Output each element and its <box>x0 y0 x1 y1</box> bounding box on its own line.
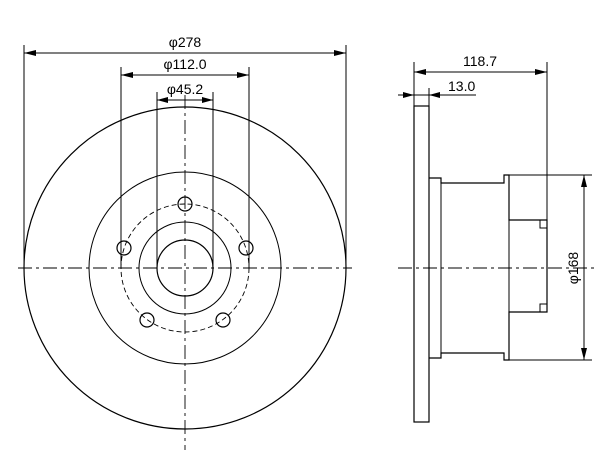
dim-outer-diameter: φ278 <box>24 34 346 56</box>
disc-plate-section <box>413 105 430 423</box>
hub-pilot-step-bottom <box>539 303 547 312</box>
hub-outline <box>429 174 548 361</box>
dim-center-bore: φ45.2 <box>157 81 213 103</box>
dim-bolt-circle: φ112.0 <box>121 56 249 78</box>
hub-diameter-label: φ168 <box>565 252 581 285</box>
dim-disc-thickness: 13.0 <box>398 78 476 98</box>
bore-ring-outer <box>138 221 232 315</box>
outer-diameter-label: φ278 <box>169 34 202 50</box>
hub-face-edge <box>88 171 282 365</box>
bolt-hole <box>215 312 231 328</box>
bolt-hole <box>139 312 155 328</box>
front-view: φ278 φ112.0 φ45.2 <box>18 34 352 450</box>
bolt-hole <box>238 240 254 256</box>
bolt-hole <box>177 196 193 212</box>
dim-hub-diameter: φ168 <box>565 175 587 360</box>
center-bore-label: φ45.2 <box>167 81 204 97</box>
dim-overall-height: 118.7 <box>414 53 547 75</box>
bolt-circle-label: φ112.0 <box>163 56 206 72</box>
disc-thickness-label: 13.0 <box>448 78 475 94</box>
side-view: 118.7 13.0 φ168 <box>398 53 595 423</box>
hub-pilot-step <box>539 220 547 229</box>
bolt-hole <box>116 240 132 256</box>
overall-height-label: 118.7 <box>463 53 497 69</box>
